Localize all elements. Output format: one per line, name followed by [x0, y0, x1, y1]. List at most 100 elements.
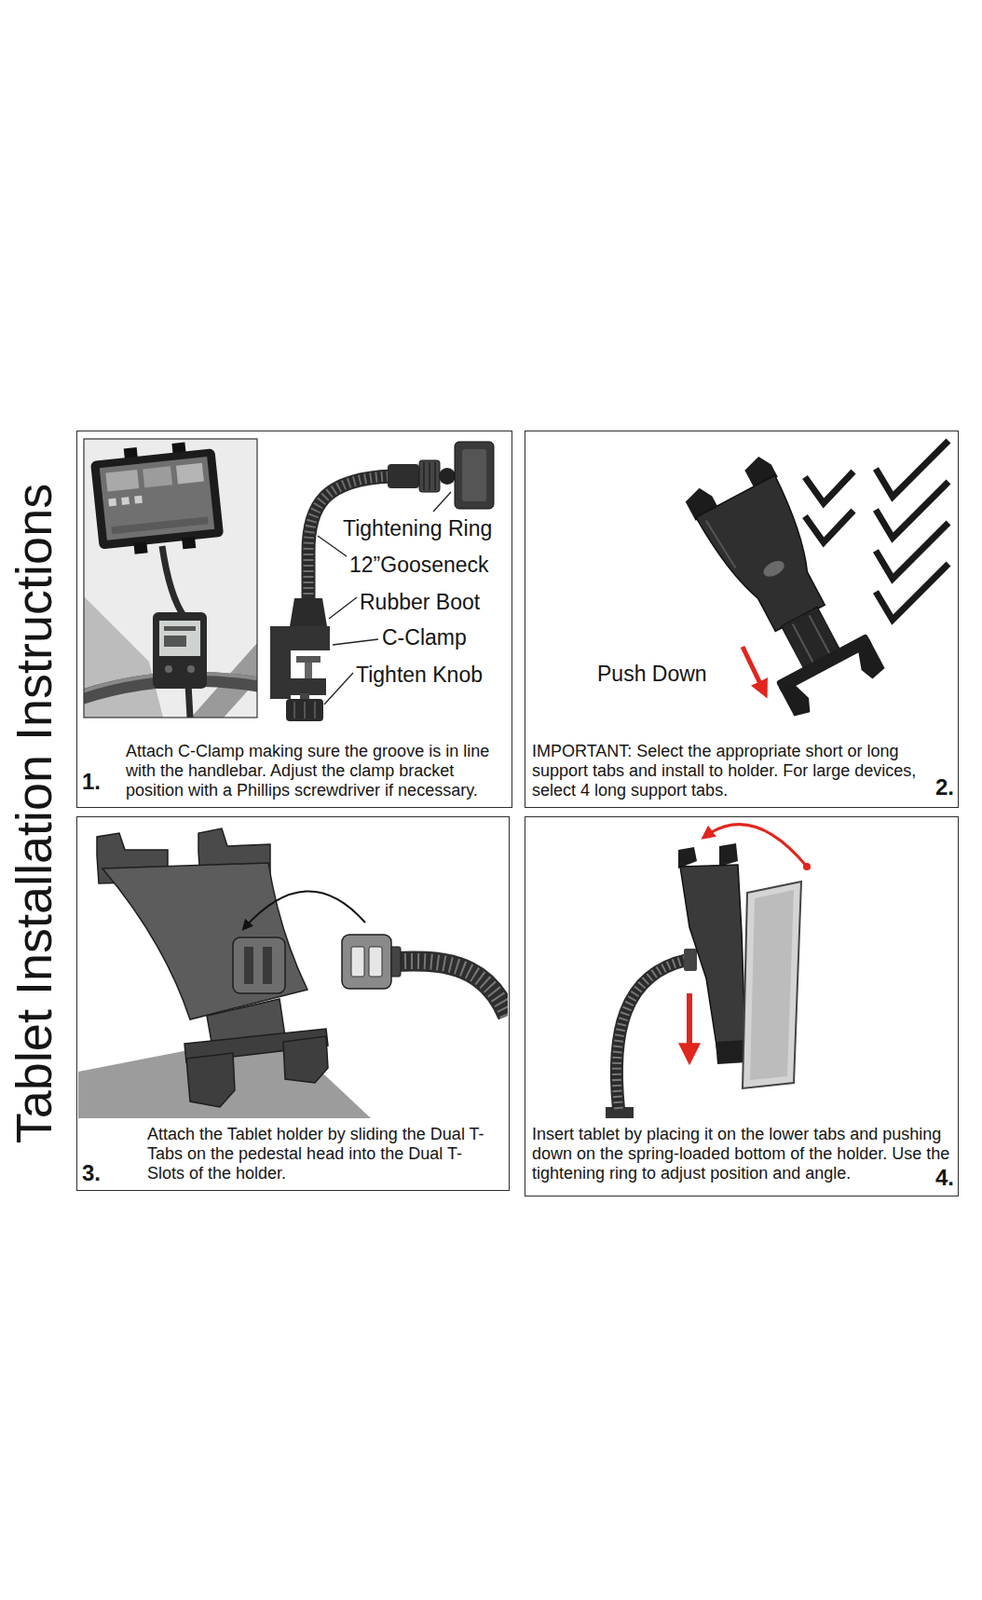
slide-arrow [244, 890, 366, 928]
leader-line [324, 672, 354, 705]
holder-highlight [706, 518, 737, 571]
neck-collar [387, 463, 420, 489]
holder-jaw [133, 541, 148, 554]
leader-line [317, 535, 347, 557]
screen-widget [176, 463, 205, 485]
tablet-back [750, 889, 794, 1080]
page-title: Tablet Installation Instructions [8, 483, 59, 1144]
neck-collar [683, 948, 697, 971]
computer-button [187, 665, 195, 673]
tightening-ring [419, 460, 440, 492]
computer-digits [163, 626, 196, 631]
push-arrow [742, 646, 765, 694]
leader-line [328, 597, 357, 619]
tighten-knob [286, 698, 324, 722]
computer-screen [159, 620, 201, 656]
instruction-panel: IMPORTANT: Select the appropriate short … [524, 430, 959, 808]
tablet [89, 438, 225, 558]
push-arrow [686, 993, 693, 1059]
screen-icon [121, 496, 130, 505]
part-label: 12”Gooseneck [349, 551, 490, 578]
screen-widget [105, 469, 139, 491]
screen-icon [134, 495, 143, 505]
computer-digits [163, 635, 187, 647]
mount-plate [454, 441, 494, 509]
short-support-tab [804, 471, 854, 504]
rubber-boot [289, 598, 328, 627]
instruction-panel: Attach C-Clamp making sure the groove is… [76, 430, 513, 808]
photo-frame [83, 438, 258, 718]
bike-photo [83, 438, 258, 718]
bike-computer [152, 612, 207, 689]
bottom-tab [186, 1052, 235, 1107]
ring-groove [422, 462, 425, 491]
t-slot [244, 946, 254, 984]
long-support-tab [875, 563, 949, 620]
tablet-screen [99, 456, 216, 541]
part-label: C-Clamp [381, 624, 467, 651]
step-number: 1. [81, 768, 101, 795]
instruction-panel: Attach the Tablet holder by sliding the … [76, 816, 510, 1191]
computer-button [164, 665, 173, 673]
step-caption: Attach C-Clamp making sure the groove is… [125, 741, 508, 801]
pedestal-head [341, 934, 392, 989]
step-caption: Insert tablet by placing it on the lower… [531, 1124, 954, 1184]
tablet [742, 881, 802, 1089]
t-slot [262, 946, 273, 984]
knob-grip [313, 701, 316, 719]
step-number: 2. [935, 774, 955, 801]
ring-groove [428, 462, 431, 491]
part-label: Tighten Knob [355, 661, 483, 688]
gooseneck [616, 959, 688, 1109]
insert-illustration [605, 824, 811, 1119]
ball-joint [438, 467, 456, 485]
step-number: 3. [81, 1159, 101, 1187]
holder-logo [761, 558, 788, 581]
leader-line [433, 491, 451, 512]
holder-jaw [719, 843, 738, 867]
screen-icon [108, 498, 117, 507]
part-label: Rubber Boot [359, 588, 480, 615]
holder-body [102, 862, 308, 1020]
bottom-tab [850, 639, 887, 682]
bottom-tab [283, 1036, 328, 1083]
screen-widget [142, 465, 173, 488]
gooseneck-ribs [616, 959, 688, 1109]
tablet-body [90, 448, 224, 549]
step-caption: IMPORTANT: Select the appropriate short … [531, 741, 942, 801]
step-number: 4. [935, 1164, 955, 1191]
gooseneck [391, 960, 508, 1016]
tablet-holder [679, 450, 887, 720]
slider-rail [809, 614, 832, 655]
ring-groove [434, 462, 437, 491]
clamp-pad [296, 655, 321, 663]
step-caption: Attach the Tablet holder by sliding the … [147, 1124, 492, 1184]
tilt-arrow [704, 824, 807, 867]
gooseneck-ribs [391, 960, 508, 1016]
short-support-tab [804, 510, 854, 543]
holder-jaw [181, 536, 196, 549]
t-tab [351, 946, 365, 977]
bottom-tab [778, 677, 816, 720]
slider-rail [792, 624, 815, 664]
mount-assembly [270, 441, 494, 722]
leader-line [332, 639, 379, 645]
slide-on-illustration [78, 828, 508, 1119]
bottom-bar [776, 633, 873, 694]
t-slot-plate [232, 937, 286, 994]
holder-jaw [678, 846, 697, 869]
action-label: Push Down [597, 660, 708, 687]
mount-plate-face [462, 449, 487, 502]
clamp-screw [304, 662, 313, 679]
t-tab [368, 946, 382, 977]
knob-grip [303, 701, 306, 719]
c-clamp [270, 678, 327, 696]
knob-grip [293, 701, 296, 719]
support-tabs [804, 440, 949, 620]
part-label: Tightening Ring [342, 515, 492, 542]
screen-dock [110, 516, 208, 534]
